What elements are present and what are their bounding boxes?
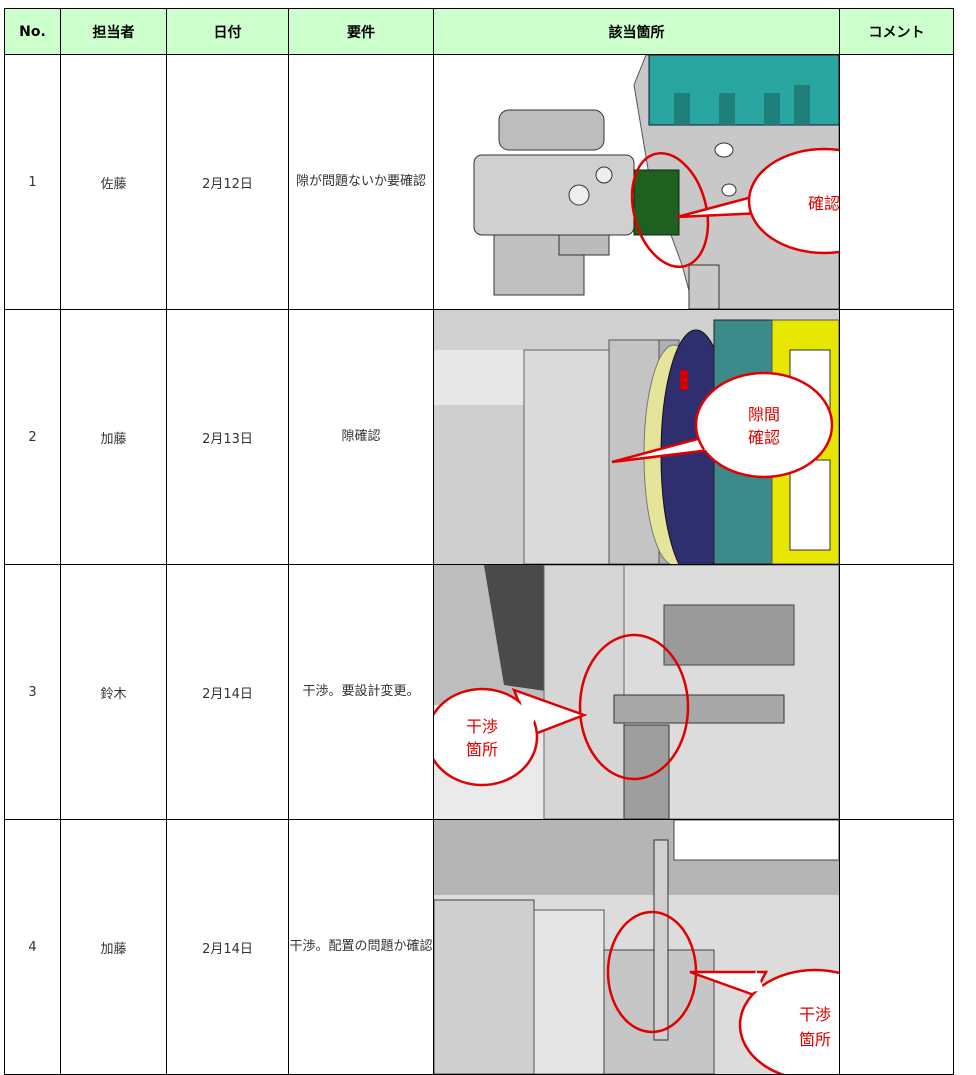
- cell-location-image: 隙間 確認: [433, 309, 840, 565]
- cell-requirement: 隙確認: [288, 309, 434, 565]
- cell-date: 2月14日: [166, 564, 289, 820]
- cell-comment: [839, 309, 954, 565]
- cell-comment: [839, 819, 954, 1075]
- cell-no: 1: [4, 54, 61, 310]
- cell-no: 4: [4, 819, 61, 1075]
- cell-no: 2: [4, 309, 61, 565]
- cell-comment: [839, 564, 954, 820]
- cell-date: 2月14日: [166, 819, 289, 1075]
- cell-person: 鈴木: [60, 564, 167, 820]
- header-row: No. 担当者 日付 要件 該当箇所 コメント: [4, 8, 954, 55]
- cad-screenshot-1: 確認: [434, 55, 839, 309]
- col-header-location: 該当箇所: [433, 8, 840, 55]
- cad-screenshot-3: 干渉 箇所: [434, 565, 839, 819]
- cell-location-image: 干渉 箇所: [433, 564, 840, 820]
- callout-text: 確認: [748, 428, 780, 447]
- cell-location-image: 干渉 箇所: [433, 819, 840, 1075]
- table-row: 1 佐藤 2月12日 隙が問題ないか要確認: [4, 54, 954, 310]
- cell-location-image: 確認: [433, 54, 840, 310]
- callout-text: 箇所: [799, 1030, 831, 1049]
- col-header-date: 日付: [166, 8, 289, 55]
- callout-text: 干渉: [799, 1005, 831, 1024]
- table-row: 2 加藤 2月13日 隙確認: [4, 309, 954, 565]
- cell-date: 2月13日: [166, 309, 289, 565]
- review-table: No. 担当者 日付 要件 該当箇所 コメント 1 佐藤 2月12日 隙が問題な…: [4, 8, 954, 1075]
- col-header-no: No.: [4, 8, 61, 55]
- cell-person: 加藤: [60, 819, 167, 1075]
- col-header-requirement: 要件: [288, 8, 434, 55]
- callout-text: 干渉: [466, 717, 498, 736]
- table-row: 3 鈴木 2月14日 干渉。要設計変更。: [4, 564, 954, 820]
- cell-requirement: 隙が問題ないか要確認: [288, 54, 434, 310]
- callout-text: 箇所: [466, 740, 498, 759]
- cell-date: 2月12日: [166, 54, 289, 310]
- cell-person: 佐藤: [60, 54, 167, 310]
- cell-no: 3: [4, 564, 61, 820]
- callout-text: 確認: [808, 194, 839, 213]
- cad-screenshot-4: 干渉 箇所: [434, 820, 839, 1074]
- col-header-comment: コメント: [839, 8, 954, 55]
- cell-requirement: 干渉。配置の問題か確認: [288, 819, 434, 1075]
- cell-comment: [839, 54, 954, 310]
- col-header-person: 担当者: [60, 8, 167, 55]
- cell-person: 加藤: [60, 309, 167, 565]
- cell-requirement: 干渉。要設計変更。: [288, 564, 434, 820]
- callout-text: 隙間: [748, 405, 780, 424]
- table-row: 4 加藤 2月14日 干渉。配置の問題か確認 干: [4, 819, 954, 1075]
- cad-screenshot-2: 隙間 確認: [434, 310, 839, 564]
